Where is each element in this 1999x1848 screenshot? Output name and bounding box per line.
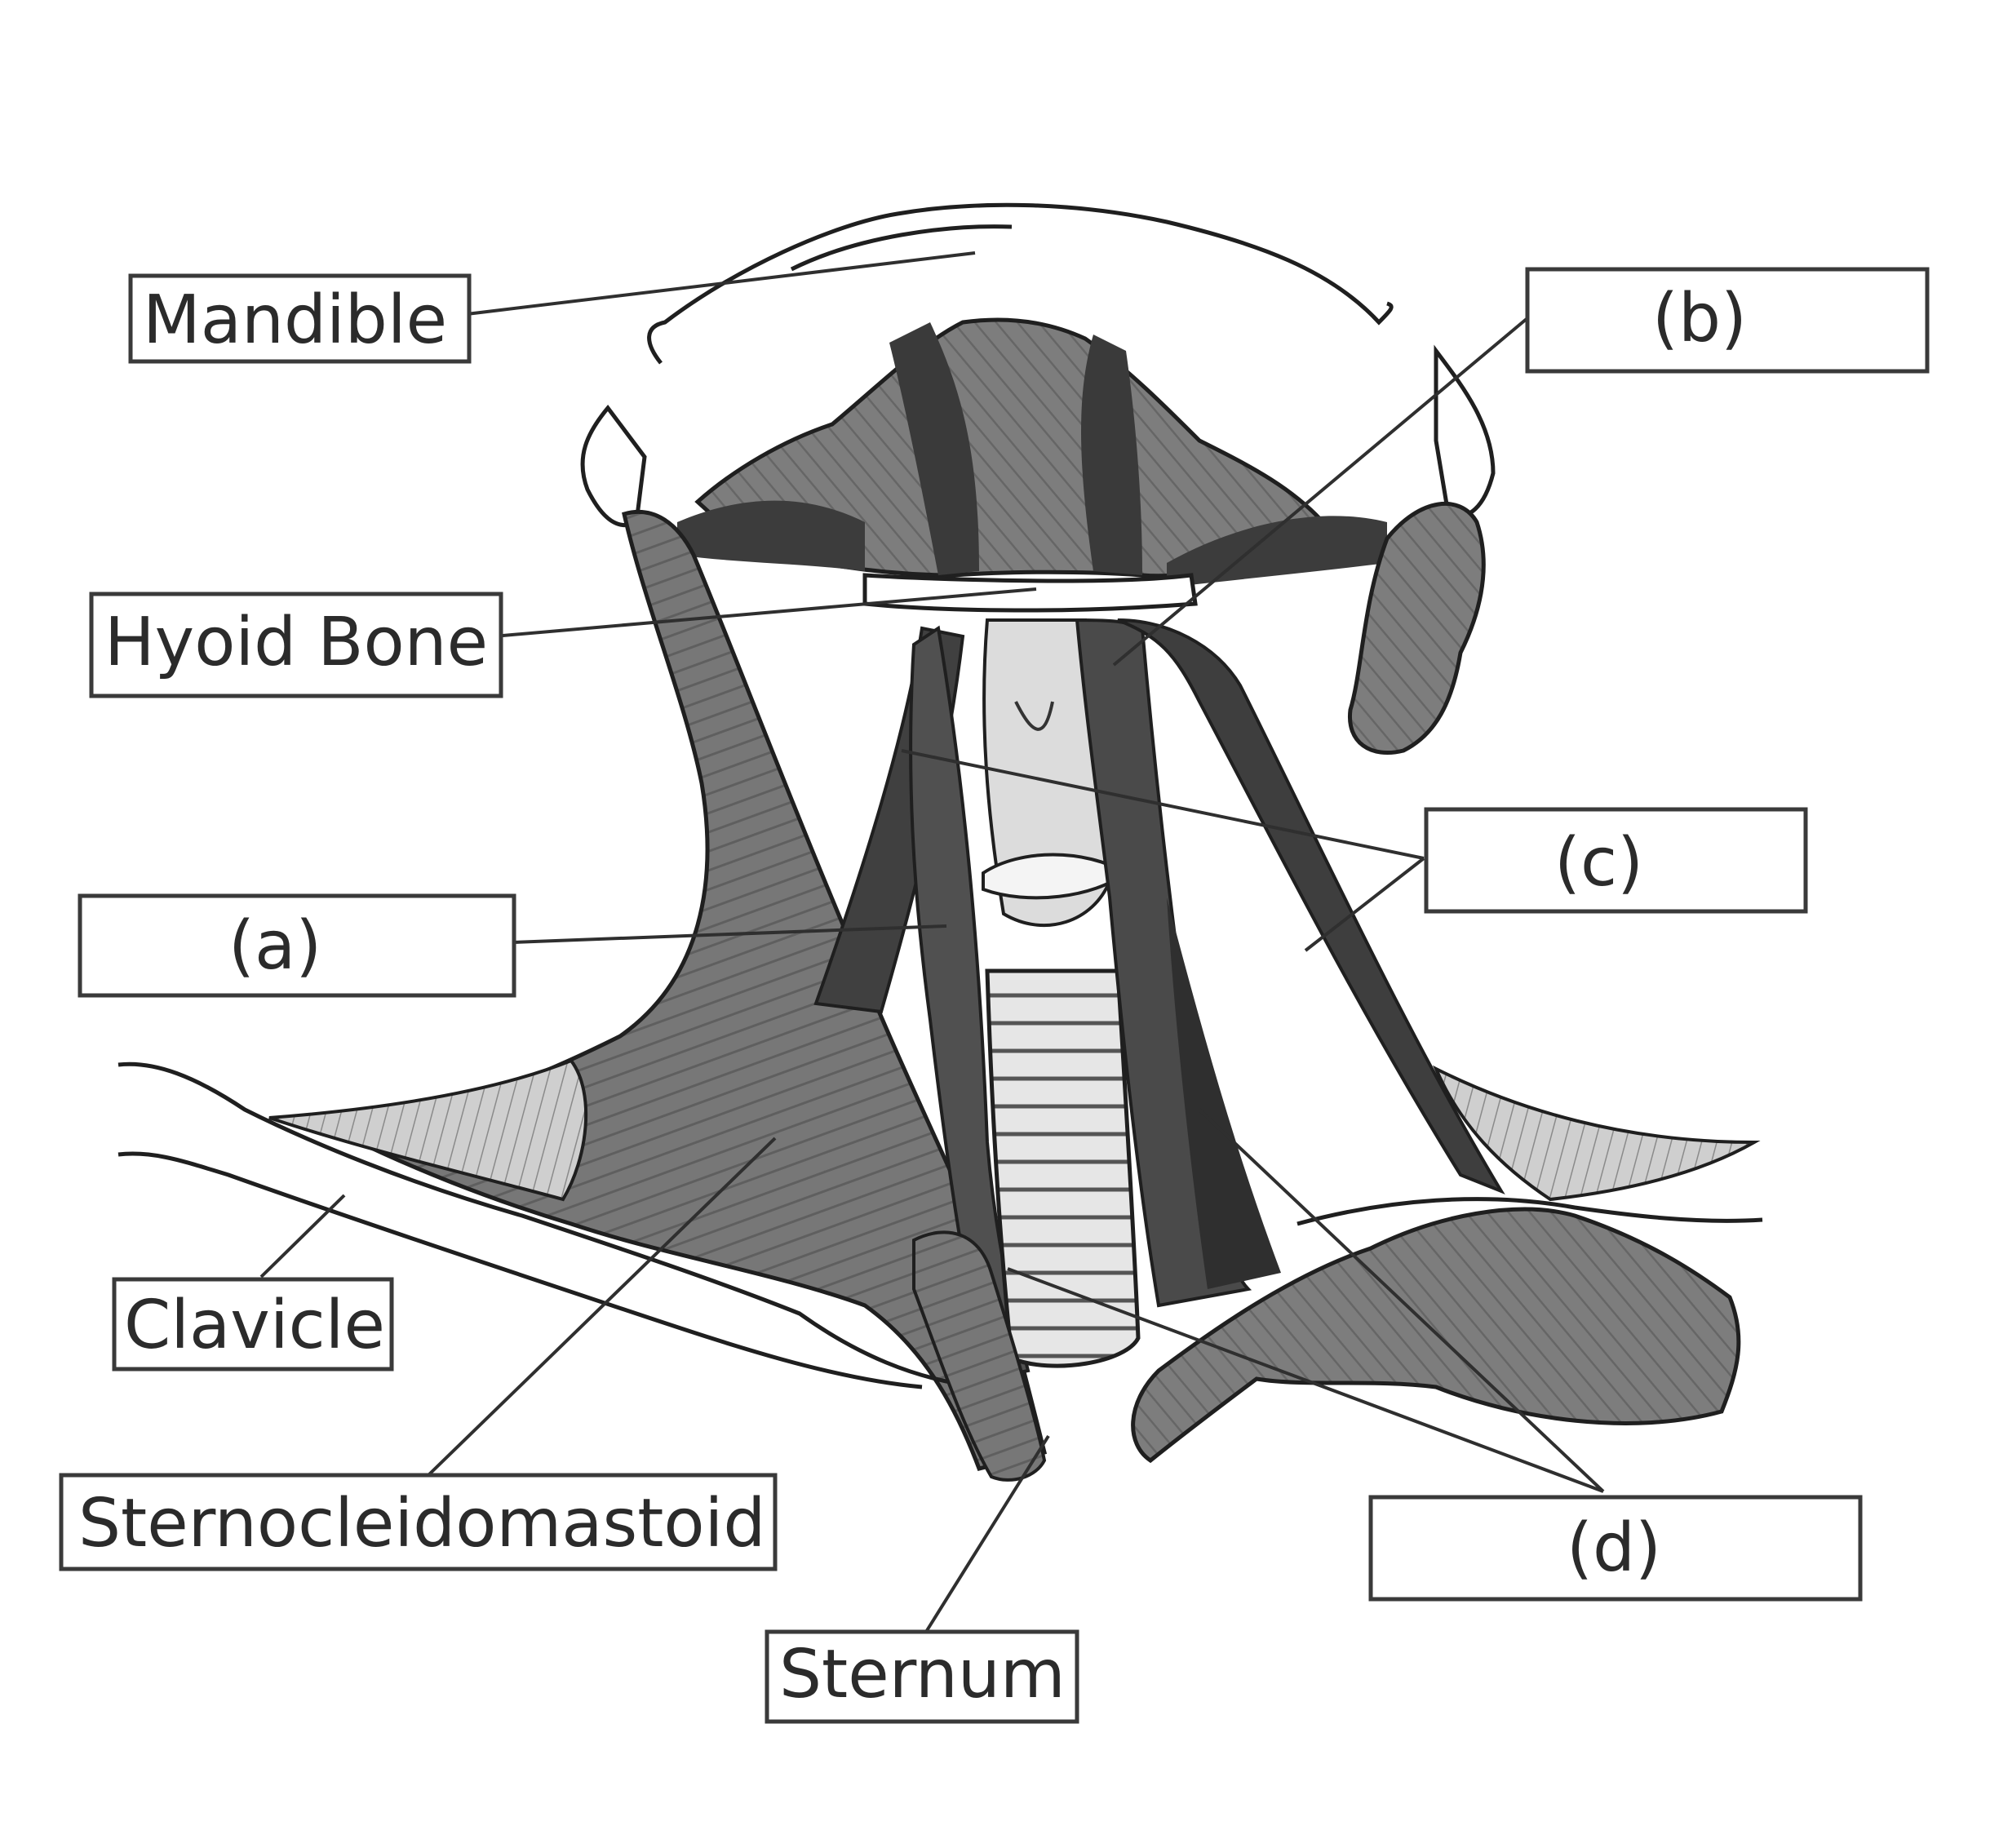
clavicle-right-shape	[1296, 1197, 1763, 1226]
label-sternum-text: Sternum	[779, 1636, 1066, 1713]
digastric-posterior-right	[1167, 516, 1387, 587]
mandible-shape	[647, 202, 1394, 365]
label-mandible: Mandible	[128, 273, 472, 364]
leader-mandible	[466, 251, 976, 316]
label-d[interactable]: (d)	[1368, 1495, 1863, 1602]
clavicle-left-shape	[117, 1061, 980, 1389]
mandible-ramus-left	[580, 404, 647, 528]
leader-c-lower	[1304, 857, 1425, 952]
thyroid-notch	[1014, 701, 1054, 731]
leader-sternum	[924, 1434, 1050, 1633]
mandible-outline-lower	[790, 224, 1013, 272]
sternocleidomastoid-right-stump	[1347, 502, 1486, 756]
leader-a	[512, 924, 947, 944]
hyoid-bone-shape	[862, 573, 1198, 613]
label-sternum: Sternum	[765, 1629, 1079, 1724]
label-d-text: (d)	[1567, 1509, 1661, 1587]
clavicle-left-shape-lower	[117, 1151, 923, 1389]
mandible-ramus-right	[1434, 344, 1496, 518]
label-c[interactable]: (c)	[1424, 807, 1808, 914]
label-mandible-text: Mandible	[143, 281, 447, 359]
leader-d-upper	[1198, 1108, 1605, 1493]
label-clavicle-text: Clavicle	[124, 1287, 385, 1364]
label-hyoid-bone: Hyoid Bone	[89, 592, 503, 698]
label-hyoid-bone-text: Hyoid Bone	[104, 604, 488, 681]
sternocleidomastoid-left	[336, 509, 1048, 1471]
label-clavicle: Clavicle	[112, 1277, 394, 1372]
leader-hyoid	[493, 587, 1037, 638]
trapezius-left	[268, 1058, 588, 1202]
label-b[interactable]: (b)	[1525, 267, 1930, 374]
leader-c-upper	[901, 749, 1425, 860]
label-a[interactable]: (a)	[78, 893, 516, 998]
label-sternocleidomastoid: Sternocleidomastoid	[59, 1473, 778, 1571]
sternothyroid-right	[1167, 897, 1281, 1289]
label-b-text: (b)	[1652, 280, 1747, 357]
leader-clavicle	[259, 1194, 346, 1279]
digastric-anterior-right	[1081, 335, 1142, 575]
leader-d-lower	[1007, 1267, 1604, 1493]
anatomy-illustration	[117, 202, 1763, 1482]
leader-lines	[259, 251, 1605, 1633]
omohyoid-right	[1117, 618, 1505, 1195]
sternal-head-left	[912, 1230, 1047, 1482]
leader-b	[1112, 317, 1529, 667]
trachea	[985, 968, 1141, 1368]
mylohyoid-muscle	[694, 317, 1333, 578]
label-c-text: (c)	[1554, 824, 1643, 902]
trapezius-right	[1433, 1065, 1761, 1202]
label-sternocleidomastoid-text: Sternocleidomastoid	[78, 1485, 765, 1562]
label-a-text: (a)	[228, 907, 321, 985]
digastric-anterior-left	[889, 322, 979, 575]
digastric-posterior-left	[677, 500, 865, 571]
leader-scm	[427, 1137, 777, 1477]
